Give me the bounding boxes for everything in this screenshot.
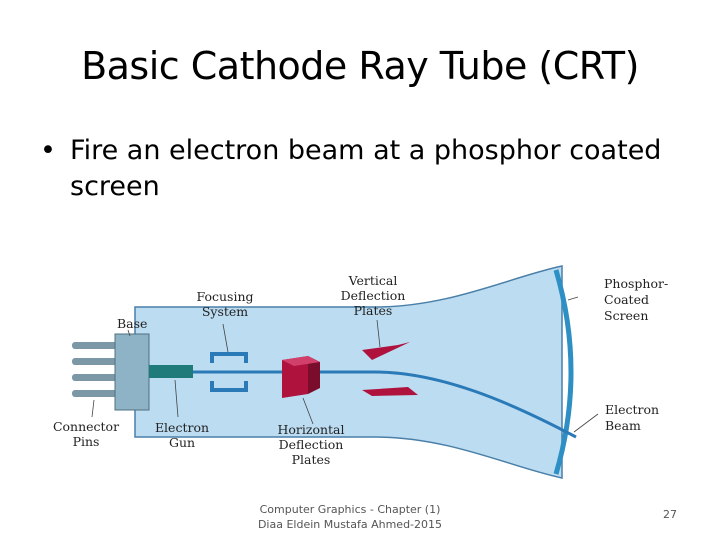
label-focusing-2: System	[202, 304, 248, 319]
label-focusing-1: Focusing	[196, 289, 253, 304]
page-number: 27	[663, 508, 677, 521]
label-vertical-3: Plates	[354, 303, 393, 318]
label-horizontal-2: Deflection	[279, 437, 344, 452]
footer-line-2: Diaa Eldein Mustafa Ahmed-2015	[257, 518, 443, 531]
leader-lines	[91, 296, 599, 433]
label-beam-1: Electron	[605, 402, 659, 417]
horizontal-deflection-plates	[282, 356, 320, 398]
label-horizontal-3: Plates	[292, 452, 331, 467]
label-gun-2: Gun	[169, 435, 195, 450]
crt-diagram: Base Focusing System Vertical Deflection…	[53, 265, 668, 479]
label-connector-1: Connector	[53, 419, 119, 434]
focusing-system	[210, 352, 248, 392]
label-phosphor-1: Phosphor-	[604, 276, 668, 291]
slide-title: Basic Cathode Ray Tube (CRT)	[81, 44, 639, 88]
label-phosphor-3: Screen	[604, 308, 648, 323]
electron-gun	[149, 365, 193, 378]
footer-line-1: Computer Graphics - Chapter (1)	[259, 503, 441, 516]
tube-base	[114, 333, 150, 411]
label-phosphor-2: Coated	[604, 292, 649, 307]
vertical-deflection-plates	[362, 342, 418, 396]
bullet-dot: •	[40, 135, 56, 166]
bullet-text: Fire an electron beam at a phosphor coat…	[70, 135, 662, 202]
label-vertical-2: Deflection	[341, 288, 406, 303]
label-gun-1: Electron	[155, 420, 209, 435]
label-base: Base	[117, 316, 147, 331]
electron-beam	[193, 370, 577, 439]
label-beam-2: Beam	[605, 418, 641, 433]
phosphor-screen	[553, 269, 574, 475]
label-vertical-1: Vertical	[348, 273, 398, 288]
footer-credit: Computer Graphics - Chapter (1) Diaa Eld…	[240, 502, 460, 532]
label-horizontal-1: Horizontal	[277, 422, 344, 437]
connector-pins	[72, 342, 118, 397]
label-connector-2: Pins	[73, 434, 100, 449]
